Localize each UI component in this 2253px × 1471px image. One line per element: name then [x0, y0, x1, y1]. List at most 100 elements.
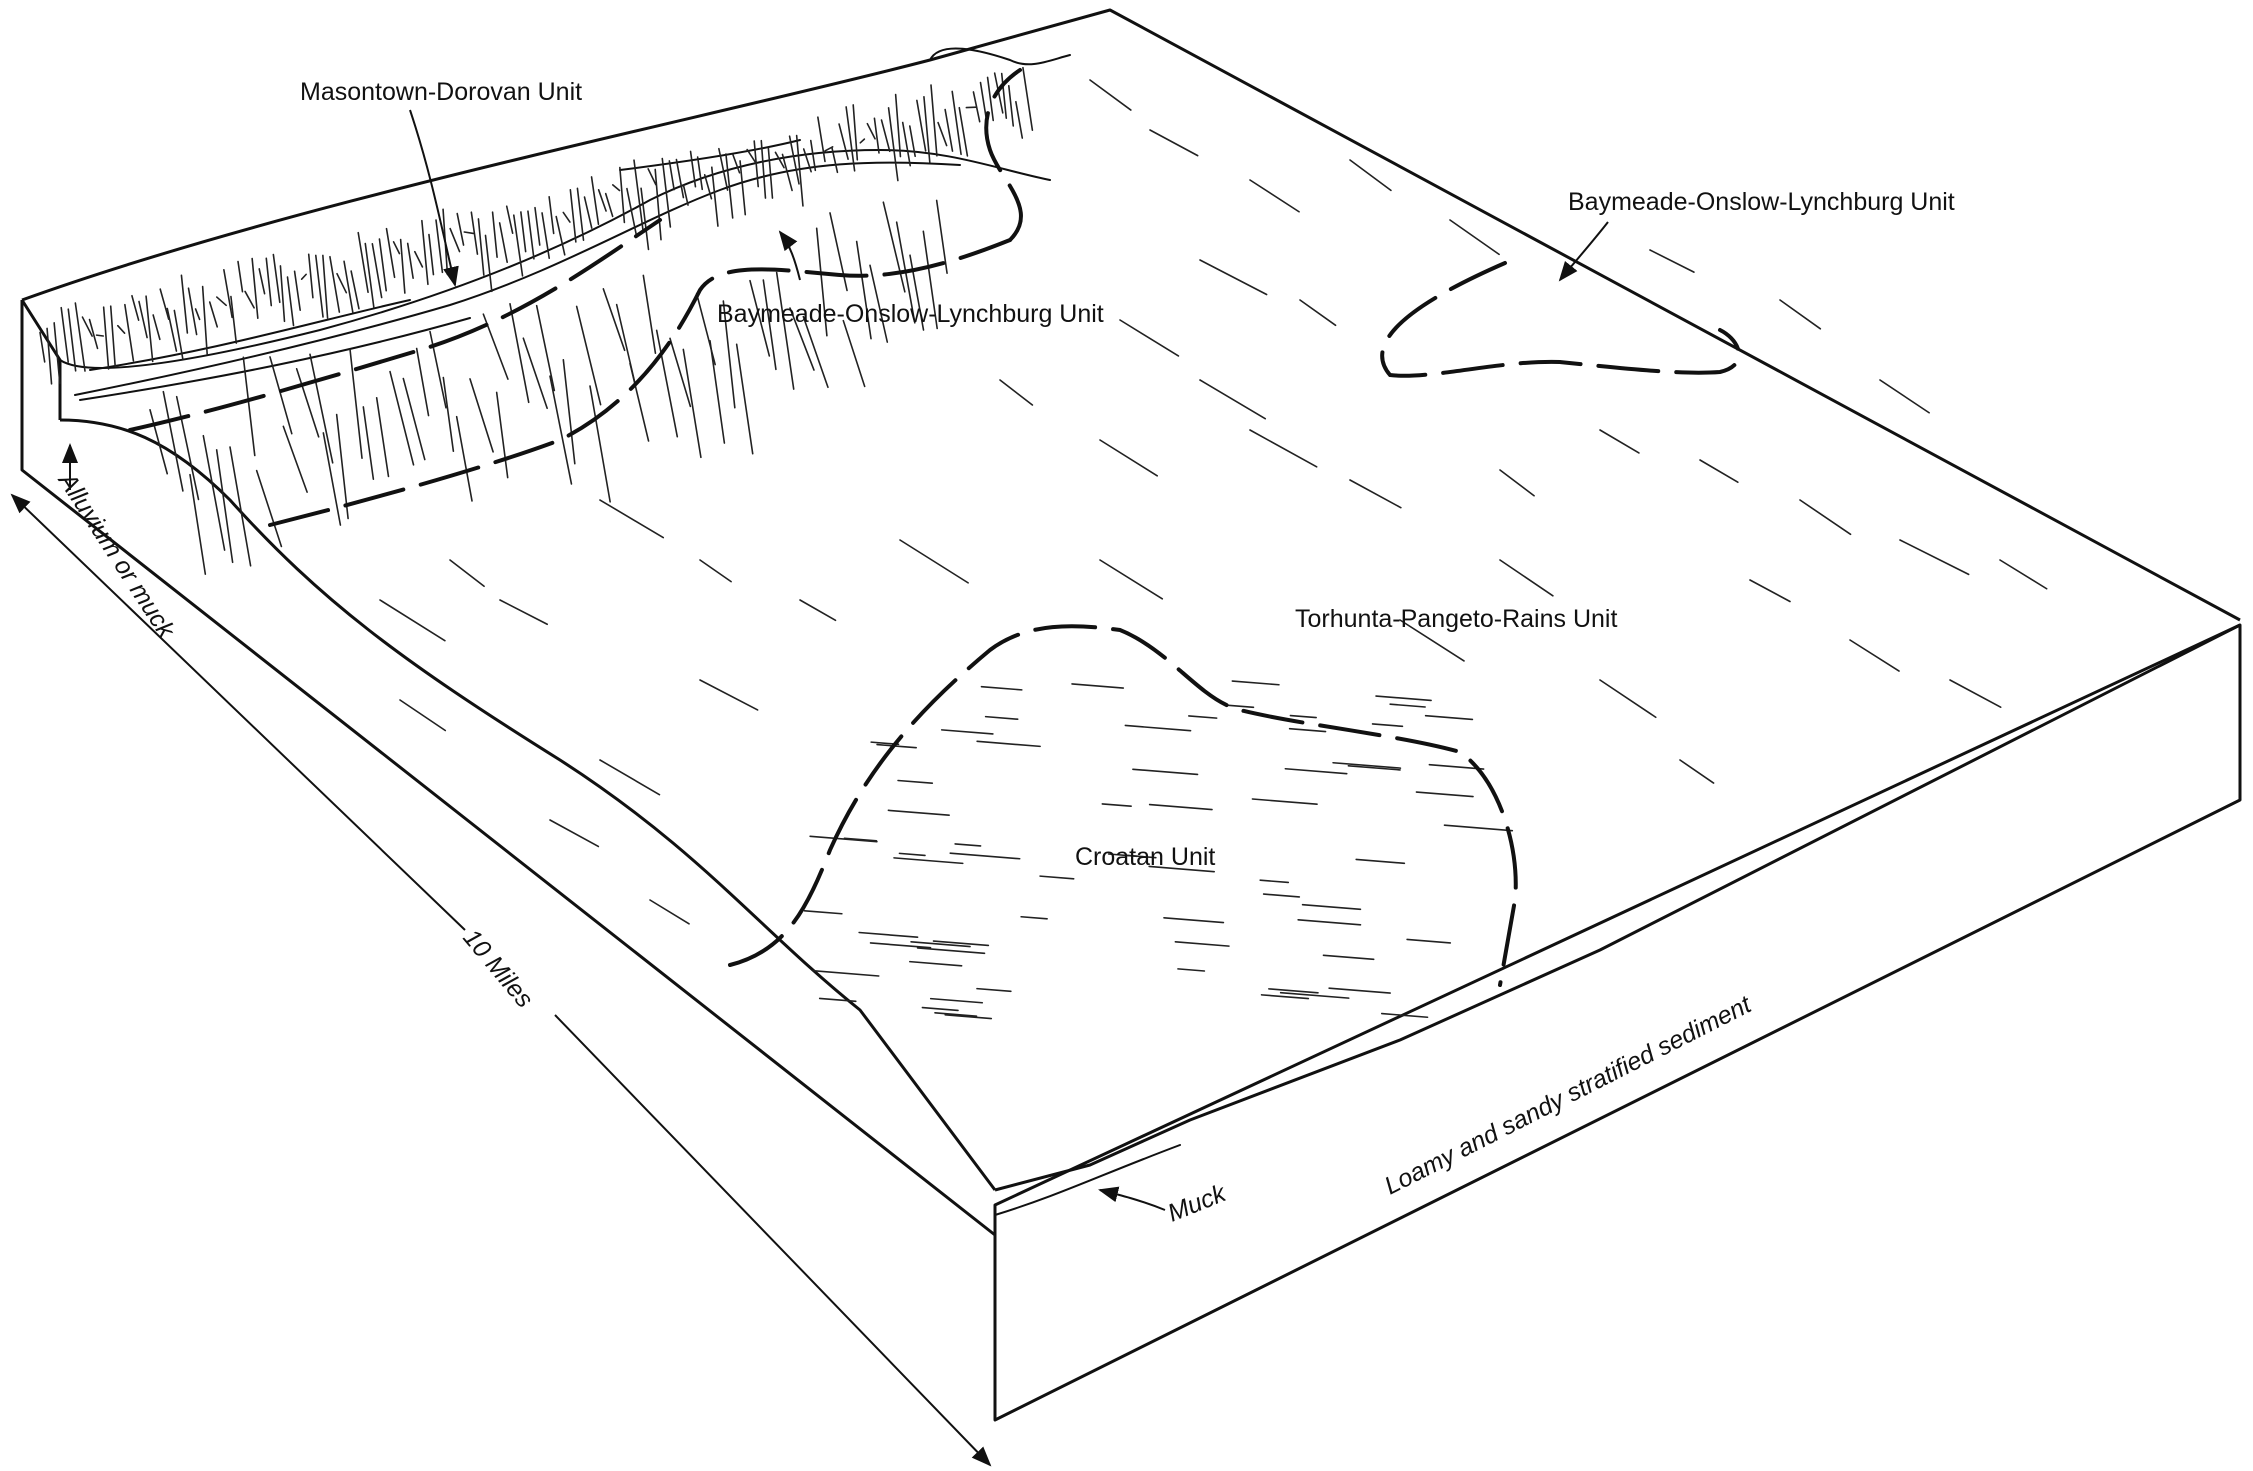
- slope-hatch: [922, 230, 938, 330]
- escarpment-hatch: [527, 210, 535, 260]
- escarpment-hatch: [541, 212, 551, 260]
- slope-hatch: [442, 376, 455, 453]
- escarpment-hatch: [173, 309, 184, 360]
- escarpment-hatch: [449, 227, 461, 253]
- croatan-hatch: [984, 715, 1019, 720]
- slope-hatch: [522, 337, 548, 410]
- croatan-hatch: [976, 987, 1012, 993]
- escarpment-hatch: [512, 214, 524, 277]
- slope-hatch: [775, 271, 795, 390]
- surface-dash: [1099, 559, 1164, 600]
- escarpment-hatch: [371, 243, 383, 299]
- slope-hatch: [495, 391, 509, 479]
- escarpment-hatch: [60, 306, 70, 363]
- croatan-hatch: [1322, 954, 1375, 961]
- escarpment-hatch: [1000, 72, 1008, 119]
- escarpment-hatch: [923, 95, 931, 164]
- escarpment-hatch: [116, 324, 126, 334]
- escarpment-hatch: [859, 138, 866, 144]
- croatan-hatch: [1380, 1012, 1429, 1019]
- muck-arrow: [1098, 1186, 1166, 1211]
- front-right-surface-edge: [994, 623, 2241, 1192]
- surface-dash: [1699, 459, 1739, 484]
- escarpment-hatch: [399, 238, 406, 294]
- croatan-hatch: [1289, 714, 1317, 719]
- croatan-hatch: [940, 729, 994, 735]
- croatan-hatch: [1268, 988, 1319, 994]
- escarpment-hatch: [619, 166, 626, 224]
- croatan-hatch: [1259, 879, 1290, 884]
- escarpment-hatch: [1007, 84, 1015, 127]
- escarpment-hatch: [109, 305, 116, 368]
- escarpment-hatch: [576, 187, 585, 241]
- escarpment-hatch: [357, 231, 369, 294]
- escarpment-hatch: [675, 158, 685, 199]
- escarpment-hatch: [208, 301, 219, 328]
- slope-hatch: [402, 377, 426, 461]
- croatan-hatch: [949, 852, 1021, 860]
- surface-dash: [1149, 129, 1199, 157]
- escarpment-hatch: [739, 160, 747, 216]
- croatan-hatch: [934, 1012, 978, 1017]
- croatan-hatch: [897, 779, 934, 785]
- surface-dash: [1949, 679, 2002, 709]
- escarpment-hatch: [894, 93, 902, 158]
- slope-hatch: [802, 315, 829, 389]
- croatan-hatch: [843, 837, 878, 842]
- escarpment-hatch: [435, 219, 444, 274]
- escarpment-hatch: [703, 174, 713, 200]
- scale-line-lower: [554, 1014, 992, 1467]
- croatan-hatch: [876, 743, 917, 749]
- croatan-hatch: [1443, 824, 1514, 832]
- croatan-hatch: [1279, 991, 1350, 999]
- escarpment-hatch: [293, 270, 301, 311]
- escarpment-hatch: [470, 211, 479, 255]
- surface-dash: [1879, 379, 1930, 414]
- valley-escarpment: [59, 47, 1071, 401]
- surface-dash: [449, 559, 485, 588]
- surface-dash: [1799, 499, 1852, 536]
- escarpment-hatch: [590, 176, 600, 226]
- escarpment-hatch: [760, 139, 767, 199]
- surface-dash: [699, 679, 759, 711]
- croatan-hatch: [1020, 915, 1048, 920]
- croatan-hatch: [1188, 715, 1218, 719]
- croatan-hatch: [1262, 893, 1301, 898]
- escarpment-hatch: [194, 308, 201, 321]
- label-baymeade-center: Baymeade-Onslow-Lynchburg Unit: [717, 300, 1104, 328]
- right-face: [993, 623, 2242, 1422]
- escarpment-hatch: [817, 116, 826, 163]
- slope-hatch: [509, 302, 530, 404]
- croatan-hatch: [1375, 695, 1432, 702]
- slope-hatch: [322, 432, 342, 526]
- front-left-surface-edge: [59, 418, 997, 1191]
- baymeade-boundary-upper: [984, 68, 1023, 242]
- escarpment-hatch: [230, 295, 238, 344]
- croatan-hatch: [1163, 917, 1225, 924]
- croatan-hatch: [1284, 767, 1348, 775]
- label-torhunta: Torhunta-Pangeto-Rains Unit: [1295, 605, 1617, 633]
- label-croatan: Croatan Unit: [1075, 843, 1215, 871]
- slope-hatch: [629, 362, 650, 442]
- escarpment-hatch: [74, 302, 86, 372]
- escarpment-hatch: [611, 184, 621, 192]
- croatan-hatch: [858, 931, 919, 938]
- croatan-hatch: [910, 941, 971, 948]
- croatan-hatch: [1124, 724, 1192, 732]
- escarpment-hatch: [138, 300, 148, 339]
- croatan-hatch: [1132, 768, 1199, 776]
- croatan-hatch: [1389, 703, 1426, 708]
- escarpment-hatch: [456, 212, 465, 246]
- escarpment-hatch: [215, 296, 227, 307]
- escarpment-hatch: [180, 274, 189, 334]
- escarpment-hatch: [378, 238, 388, 292]
- escarpment-hatch: [53, 322, 61, 385]
- escarpment-hatch: [498, 222, 508, 264]
- escarpment-hatch: [682, 184, 689, 206]
- slope-hatch: [682, 348, 702, 459]
- surface-dash: [999, 379, 1034, 406]
- label-muck: Muck: [1164, 1179, 1231, 1228]
- escarpment-hatch: [67, 308, 77, 372]
- slope-hatch: [842, 319, 866, 388]
